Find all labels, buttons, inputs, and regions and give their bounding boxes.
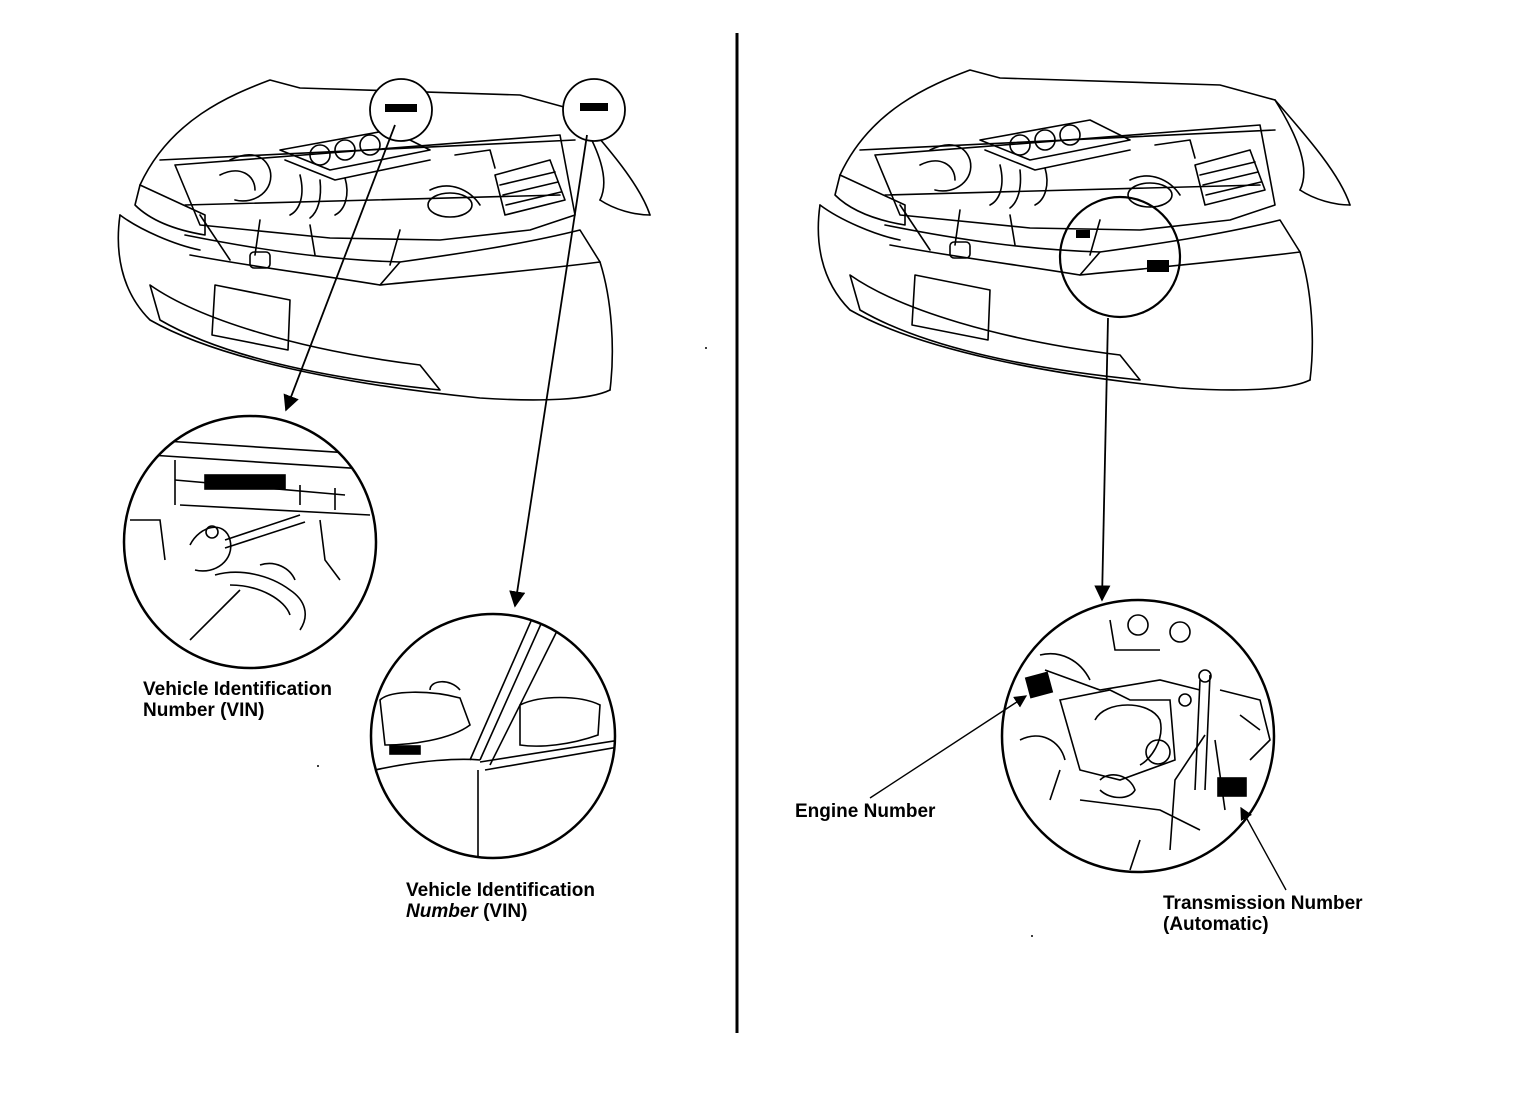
vin-dash-label: Vehicle Identification Number (VIN) [406,880,595,922]
vin-dash-label-vin: (VIN) [477,901,528,922]
vin-dash-detail-circle [369,612,617,860]
vin-dash-callout-circle [562,78,626,142]
engine-number-leader [869,695,1028,799]
transmission-number-leader [1240,806,1287,891]
vin-hood-detail-circle [122,414,378,670]
vin-hood-label-line2: Number (VIN) [143,700,265,721]
transmission-number-label: Transmission Number (Automatic) [1163,893,1363,935]
vin-hood-label-line1: Vehicle Identification [143,679,332,700]
vin-hood-pointer-arrow [283,124,396,412]
vin-hood-callout-circle [369,78,433,142]
vin-dash-label-line2: Number (VIN) [406,901,595,922]
engine-callout-circle [1058,195,1182,319]
engine-number-label: Engine Number [795,801,936,822]
vin-dash-label-line1: Vehicle Identification [406,880,595,901]
transmission-label-line2: (Automatic) [1163,914,1269,935]
engine-pointer-arrow [1094,317,1111,602]
transmission-label-line1: Transmission Number [1163,893,1363,914]
vin-dash-pointer-arrow [509,134,588,608]
engine-transmission-detail-circle [1000,598,1276,874]
vin-dash-label-number: Number [406,901,478,922]
right-car-illustration [817,69,1351,391]
vin-hood-label: Vehicle Identification Number (VIN) [143,679,332,721]
